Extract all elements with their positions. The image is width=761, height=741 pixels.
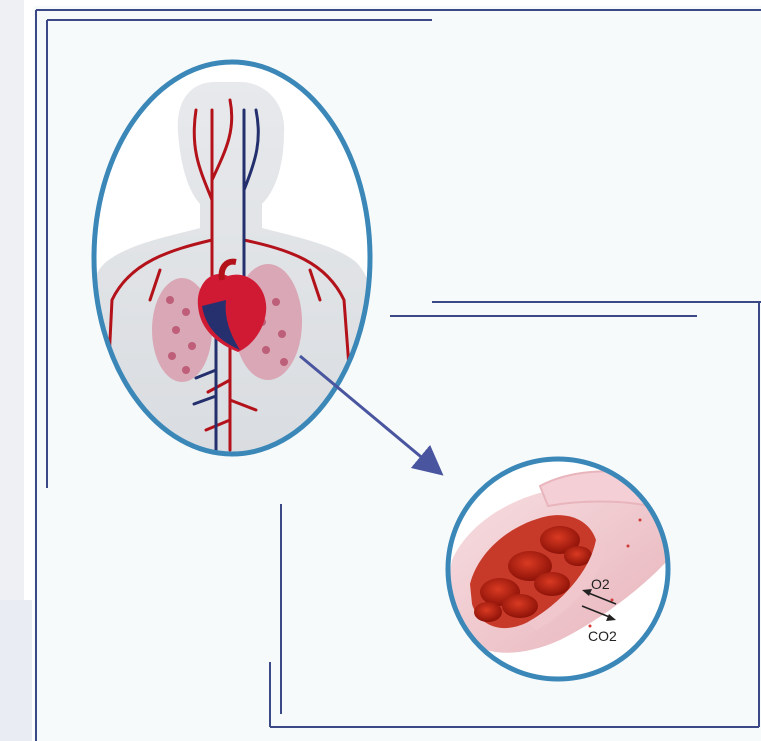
blood-vessel-closeup: O2 CO2 [448,459,668,679]
human-body-illustration [90,62,373,460]
o2-label: O2 [591,576,610,592]
co2-label: CO2 [588,628,617,644]
